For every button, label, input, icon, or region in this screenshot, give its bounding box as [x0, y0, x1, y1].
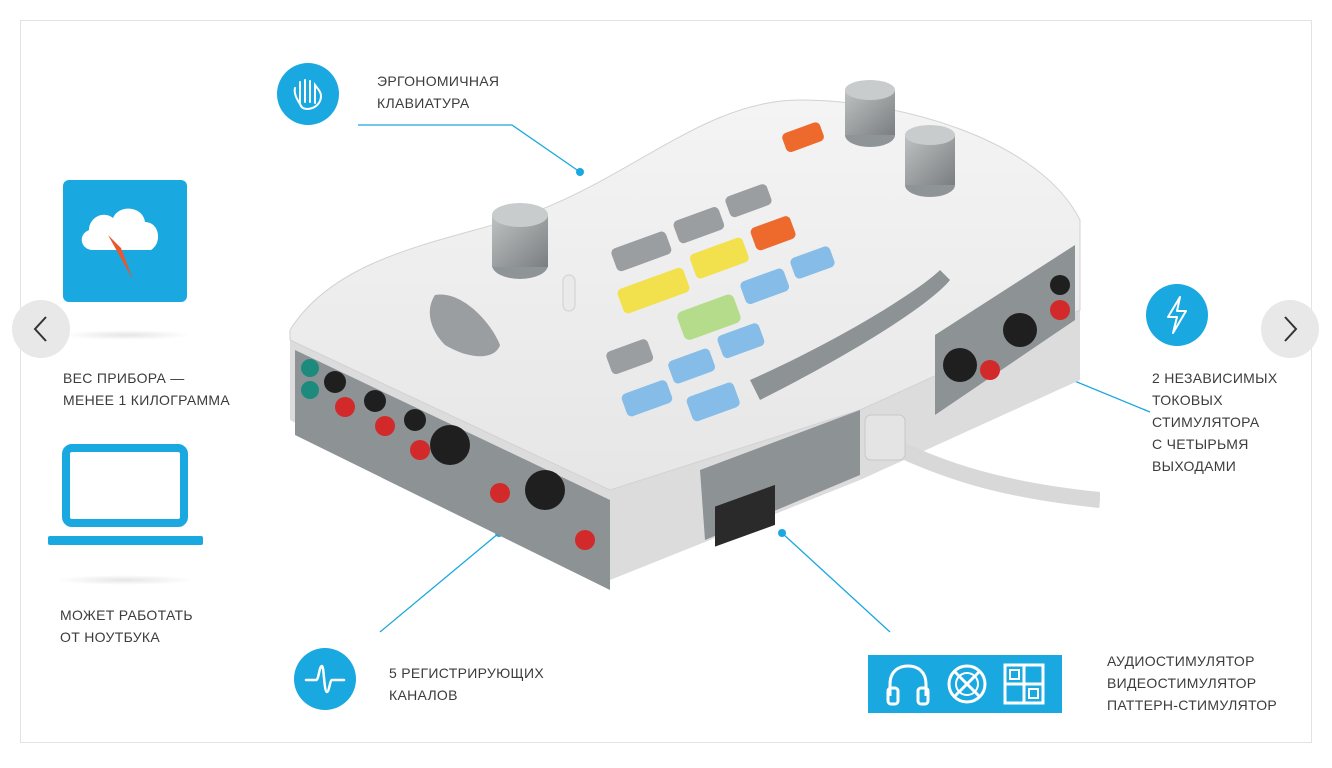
laptop-label: МОЖЕТ РАБОТАТЬ ОТ НОУТБУКА	[60, 607, 193, 645]
keyboard-circle	[277, 63, 339, 125]
lightning-icon	[1167, 296, 1187, 334]
hand-icon	[293, 79, 323, 111]
chevron-right-icon	[1284, 316, 1298, 342]
stimulators-circle	[1146, 284, 1208, 346]
cloud-feather-icon	[81, 208, 159, 280]
laptop-icon	[48, 444, 203, 545]
callout-dot-audio	[778, 529, 786, 537]
callout-dot-keyboard	[576, 168, 584, 176]
weight-shadow	[62, 330, 192, 340]
callout-line-audio	[781, 532, 891, 633]
prev-slide-button[interactable]	[12, 300, 70, 358]
waveform-icon	[304, 664, 346, 694]
circle-cross-icon	[947, 664, 987, 704]
next-slide-button[interactable]	[1261, 300, 1319, 358]
weight-label: ВЕС ПРИБОРА — МЕНЕЕ 1 КИЛОГРАММА	[63, 370, 231, 408]
audio-video-label: АУДИОСТИМУЛЯТОР ВИДЕОСТИМУЛЯТОР ПАТТЕРН-…	[1107, 653, 1278, 713]
weight-icon-tile	[63, 180, 187, 302]
device-image	[289, 80, 1100, 590]
chevron-left-icon	[33, 316, 47, 342]
headphones-icon	[886, 664, 930, 706]
channels-label: 5 РЕГИСТРИРУЮЩИХ КАНАЛОВ	[389, 665, 544, 703]
pattern-grid-icon	[1003, 663, 1045, 705]
keyboard-label: ЭРГОНОМИЧНАЯ КЛАВИАТУРА	[377, 73, 500, 111]
callout-line-keyboard	[358, 124, 581, 173]
laptop-shadow	[55, 575, 195, 585]
channels-circle	[294, 648, 356, 710]
audio-video-icon-strip	[868, 655, 1062, 713]
callout-line-channels	[379, 532, 500, 633]
stimulators-label: 2 НЕЗАВИСИМЫХ ТОКОВЫХ СТИМУЛЯТОРА С ЧЕТЫ…	[1152, 370, 1278, 474]
laptop-icon-wrap	[48, 440, 203, 550]
